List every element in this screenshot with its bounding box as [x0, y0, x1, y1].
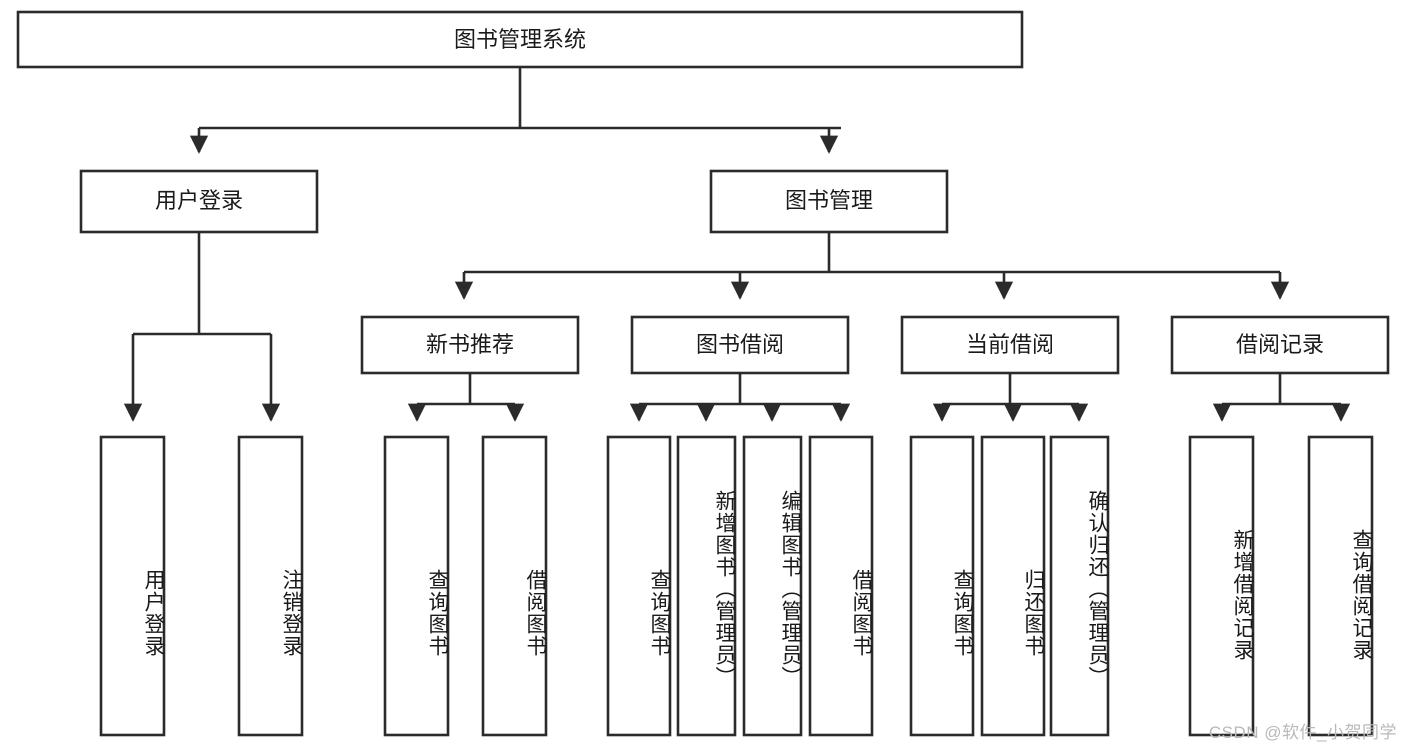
- node-user-login-box[interactable]: [79, 169, 319, 234]
- node-book-borrow-box[interactable]: [630, 315, 850, 375]
- connectors-bookmgmt-to-level3: [454, 232, 1290, 300]
- leaf-logout-box[interactable]: [237, 435, 304, 737]
- leaf-confirm-return-box[interactable]: [1049, 435, 1110, 737]
- node-book-management-label: 图书管理: [785, 188, 873, 213]
- node-current-borrow[interactable]: 当前借阅: [900, 315, 1120, 375]
- node-new-book-recommend[interactable]: 新书推荐: [360, 315, 580, 375]
- node-current-borrow-label: 当前借阅: [966, 332, 1054, 357]
- leaf-query-book-cur-box[interactable]: [909, 435, 975, 737]
- node-current-borrow-box[interactable]: [900, 315, 1120, 375]
- node-new-book-recommend-box[interactable]: [360, 315, 580, 375]
- node-user-login-label: 用户登录: [155, 188, 243, 213]
- node-borrow-records-box[interactable]: [1170, 315, 1390, 375]
- node-borrow-records[interactable]: 借阅记录: [1170, 315, 1390, 375]
- connectors-newbooks-to-leaves: [407, 373, 525, 422]
- leaf-query-record-box[interactable]: [1307, 435, 1374, 737]
- leaf-add-book-admin-box[interactable]: [676, 435, 737, 737]
- connectors-borrow-to-leaves: [629, 373, 851, 422]
- connectors-userlogin-to-leaves: [123, 232, 281, 422]
- node-book-borrow-label: 图书借阅: [696, 332, 784, 357]
- leaf-edit-book-admin-box[interactable]: [742, 435, 803, 737]
- leaf-query-book-rec-box[interactable]: [383, 435, 450, 737]
- node-book-borrow[interactable]: 图书借阅: [630, 315, 850, 375]
- connectors-root-to-level2: [189, 67, 841, 154]
- leaf-borrow-book-brw-box[interactable]: [808, 435, 874, 737]
- csdn-watermark: CSDN @软件_小贺同学: [1208, 723, 1397, 742]
- leaf-user-login-box[interactable]: [99, 435, 166, 737]
- leaf-borrow-book-rec-box[interactable]: [481, 435, 548, 737]
- connectors-records-to-leaves: [1212, 373, 1351, 422]
- connectors-current-to-leaves: [932, 373, 1089, 422]
- node-root-label: 图书管理系统: [454, 27, 586, 52]
- node-book-management-box[interactable]: [709, 169, 949, 234]
- node-user-login[interactable]: 用户登录: [79, 169, 319, 234]
- node-new-book-recommend-label: 新书推荐: [426, 332, 514, 357]
- node-root-box[interactable]: [16, 10, 1024, 69]
- leaf-query-book-brw-box[interactable]: [606, 435, 672, 737]
- leaf-return-book-box[interactable]: [980, 435, 1046, 737]
- node-borrow-records-label: 借阅记录: [1236, 332, 1324, 357]
- node-root[interactable]: 图书管理系统: [16, 10, 1024, 69]
- leaf-add-record-box[interactable]: [1188, 435, 1255, 737]
- node-book-management[interactable]: 图书管理: [709, 169, 949, 234]
